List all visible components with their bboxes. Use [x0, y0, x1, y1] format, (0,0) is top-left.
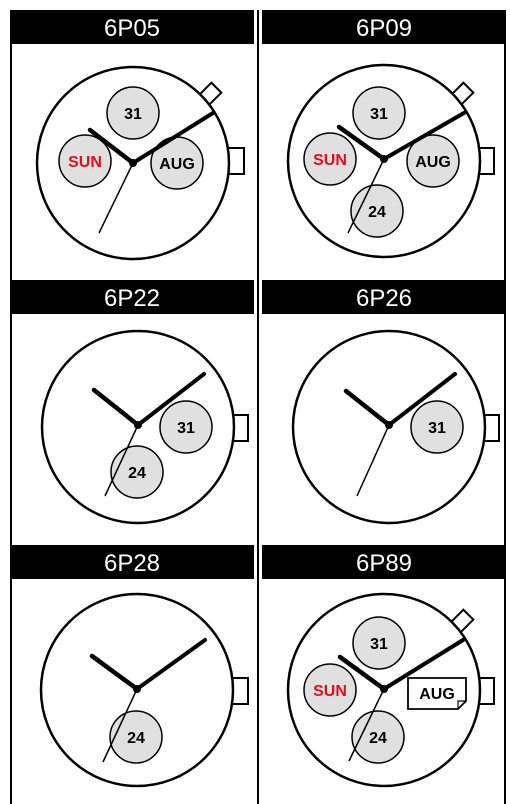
- 24-hour-subdial: [110, 445, 164, 499]
- watch-dial: 24: [39, 592, 249, 788]
- center-pin: [385, 421, 393, 429]
- panel-6p05: 6P05 31 SUN AUG: [10, 10, 254, 261]
- header-bar: [262, 10, 506, 44]
- month-window: [407, 677, 467, 710]
- month-subdial-label: AUG: [159, 156, 195, 173]
- day-subdial: [303, 663, 357, 717]
- month-subdial-label: AUG: [415, 154, 451, 171]
- date-subdial: [106, 86, 160, 140]
- header-bar: [10, 10, 254, 44]
- 24-hour-subdial-label: 24: [369, 730, 387, 747]
- date-subdial-label: 31: [177, 420, 195, 437]
- grid-lines: [10, 10, 506, 804]
- second-hand: [356, 424, 390, 497]
- date-subdial-label: 31: [428, 420, 446, 437]
- second-hand: [347, 158, 385, 234]
- minute-hand: [136, 372, 206, 427]
- minute-hand: [131, 111, 215, 165]
- header-bar: [262, 545, 506, 579]
- movement-model-label: 6P26: [356, 285, 412, 312]
- panel-6p26: 6P26 31: [262, 280, 506, 525]
- day-subdial: [303, 132, 357, 186]
- minute-hand: [135, 638, 207, 691]
- second-hand: [98, 162, 134, 234]
- hour-hand: [337, 654, 387, 692]
- second-hand: [104, 424, 139, 497]
- watch-dial: 31 SUN 24 AUG: [286, 592, 495, 788]
- 24-hour-subdial: [350, 184, 404, 238]
- movement-model-label: 6P05: [104, 15, 160, 42]
- date-subdial: [410, 400, 464, 454]
- hour-hand: [87, 127, 136, 166]
- movement-model-label: 6P89: [356, 550, 412, 577]
- movement-model-label: 6P09: [356, 15, 412, 42]
- watch-dial: 31 SUN AUG: [35, 65, 245, 261]
- month-window-label: AUG: [419, 686, 455, 703]
- day-subdial-label: SUN: [68, 154, 102, 171]
- hour-hand: [89, 653, 140, 692]
- header-bar: [10, 280, 254, 314]
- panel-6p22: 6P22 31 24: [10, 280, 254, 525]
- panel-6p09: 6P09 31 SUN AUG 24: [262, 10, 506, 259]
- movement-model-label: 6P22: [104, 285, 160, 312]
- movement-model-label: 6P28: [104, 550, 160, 577]
- watch-dial: 31: [291, 329, 500, 525]
- date-subdial-label: 31: [124, 106, 142, 123]
- minute-hand: [382, 111, 466, 161]
- second-hand: [102, 688, 138, 763]
- date-subdial-label: 31: [370, 636, 388, 653]
- minute-hand: [382, 638, 465, 691]
- center-pin: [129, 159, 137, 167]
- hour-hand: [336, 124, 387, 162]
- date-subdial-label: 31: [370, 106, 388, 123]
- day-subdial-label: SUN: [313, 683, 347, 700]
- center-pin: [380, 685, 388, 693]
- 24-hour-subdial: [351, 710, 405, 764]
- 24-hour-subdial-label: 24: [127, 730, 145, 747]
- crown: [227, 147, 245, 175]
- month-window-fold: [457, 700, 466, 709]
- header-bar: [10, 545, 254, 579]
- hour-hand: [343, 388, 392, 428]
- center-pin: [133, 685, 141, 693]
- panel-6p89: 6P89 31 SUN 24 AUG: [262, 545, 506, 788]
- 24-hour-subdial: [109, 710, 163, 764]
- date-subdial: [159, 400, 213, 454]
- watch-dial: 31 SUN AUG 24: [286, 63, 495, 259]
- date-subdial: [352, 616, 406, 670]
- month-subdial: [406, 134, 460, 188]
- day-subdial: [58, 134, 112, 188]
- panel-6p28: 6P28 24: [10, 545, 254, 788]
- day-subdial-label: SUN: [313, 152, 347, 169]
- 24-hour-subdial-label: 24: [368, 204, 386, 221]
- center-pin: [134, 421, 142, 429]
- watch-dial: 31 24: [40, 329, 249, 525]
- header-bar: [262, 280, 506, 314]
- second-hand: [348, 688, 385, 762]
- center-pin: [380, 155, 388, 163]
- 24-hour-subdial-label: 24: [128, 465, 146, 482]
- hour-hand: [91, 387, 141, 428]
- minute-hand: [387, 372, 457, 427]
- date-subdial: [352, 86, 406, 140]
